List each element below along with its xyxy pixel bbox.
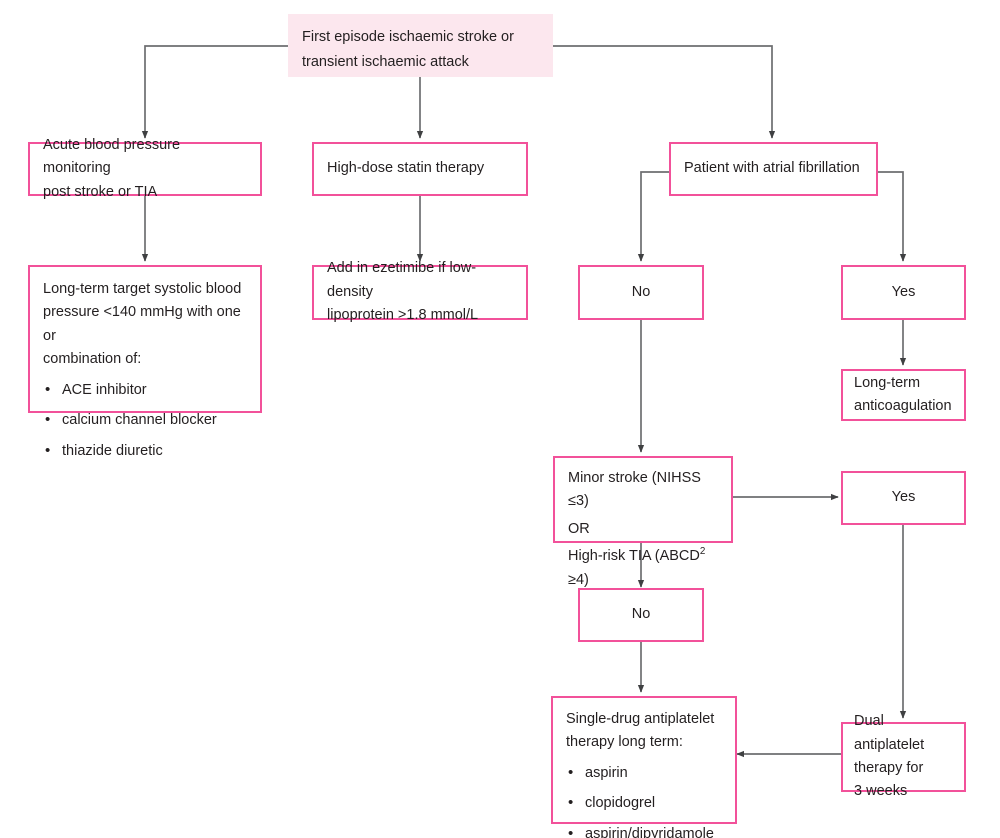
edge-af-to-no bbox=[637, 171, 669, 262]
node-minor-stroke-criteria[interactable]: Minor stroke (NIHSS ≤3) OR High-risk TIA… bbox=[553, 456, 733, 588]
node-high-dose-statin-line1: High-dose statin therapy bbox=[327, 160, 485, 177]
node-longterm-anticoagulation-line1: Long-term bbox=[854, 374, 921, 391]
node-dual-antiplatelet-line1: Dual antiplatelet bbox=[854, 713, 925, 753]
list-item: calcium channel blocker bbox=[43, 408, 248, 433]
list-item: clopidogrel bbox=[566, 791, 723, 816]
node-single-drug-line2: therapy long term: bbox=[566, 734, 683, 751]
list-item: thiazide diuretic bbox=[43, 439, 248, 464]
node-longterm-bp-target-line1: Long-term target systolic blood bbox=[43, 281, 242, 297]
node-first-episode-line1: First episode ischaemic stroke or bbox=[302, 29, 514, 45]
node-single-drug-bullets: aspirin clopidogrel aspirin/dipyridamole bbox=[566, 761, 723, 838]
node-add-ezetimibe-line2: lipoprotein >1.8 mmol/L bbox=[327, 307, 479, 324]
list-item: aspirin/dipyridamole bbox=[566, 822, 723, 838]
abcd2-superscript: 2 bbox=[699, 546, 706, 558]
node-minor-stroke-no-label: No bbox=[631, 606, 651, 623]
node-patient-with-af[interactable]: Patient with atrial fibrillation bbox=[669, 142, 878, 196]
node-longterm-anticoagulation-line2: anticoagulation bbox=[854, 398, 952, 414]
node-longterm-bp-target-line2: pressure <140 mmHg with one or bbox=[43, 304, 241, 344]
node-af-yes[interactable]: Yes bbox=[841, 265, 966, 320]
node-first-episode-line2: transient ischaemic attack bbox=[302, 54, 469, 71]
node-single-drug-line1: Single-drug antiplatelet bbox=[566, 711, 715, 727]
node-minor-stroke-yes[interactable]: Yes bbox=[841, 471, 966, 525]
node-patient-with-af-line1: Patient with atrial fibrillation bbox=[684, 160, 860, 177]
edge-root-to-af bbox=[553, 45, 776, 139]
node-dual-antiplatelet-line2: therapy for bbox=[854, 760, 924, 776]
node-add-ezetimibe-line1: Add in ezetimibe if low-density bbox=[327, 260, 477, 300]
node-dual-antiplatelet-line3: 3 weeks bbox=[854, 783, 908, 800]
node-minor-stroke-line3-post: ≥4) bbox=[568, 571, 589, 588]
node-minor-stroke-line1: Minor stroke (NIHSS ≤3) bbox=[568, 470, 701, 510]
node-longterm-bp-target[interactable]: Long-term target systolic blood pressure… bbox=[28, 265, 262, 464]
node-longterm-bp-target-line3: combination of: bbox=[43, 351, 142, 368]
edge-root-to-bp-monitor bbox=[141, 45, 288, 139]
node-minor-stroke-line2: OR bbox=[568, 520, 590, 537]
node-minor-stroke-no[interactable]: No bbox=[578, 588, 704, 642]
node-acute-bp-monitoring-line2: post stroke or TIA bbox=[43, 183, 158, 200]
node-minor-stroke-yes-label: Yes bbox=[891, 489, 916, 506]
node-acute-bp-monitoring-line1: Acute blood pressure monitoring bbox=[43, 136, 181, 177]
node-dual-antiplatelet-therapy[interactable]: Dual antiplatelet therapy for 3 weeks bbox=[841, 713, 966, 799]
node-high-dose-statin[interactable]: High-dose statin therapy bbox=[312, 142, 528, 196]
node-acute-bp-monitoring[interactable]: Acute blood pressure monitoring post str… bbox=[28, 137, 262, 200]
edge-af-to-yes bbox=[877, 171, 907, 262]
node-longterm-bp-target-bullets: ACE inhibitor calcium channel blocker th… bbox=[43, 378, 248, 464]
node-minor-stroke-line3: High-risk TIA (ABCD2 ≥4) bbox=[568, 545, 719, 592]
node-first-episode[interactable]: First episode ischaemic stroke or transi… bbox=[288, 14, 553, 77]
node-af-no[interactable]: No bbox=[578, 265, 704, 320]
node-af-no-label: No bbox=[631, 283, 651, 300]
node-af-yes-label: Yes bbox=[891, 283, 916, 300]
node-minor-stroke-line3-pre: High-risk TIA (ABCD bbox=[568, 548, 700, 565]
node-add-ezetimibe[interactable]: Add in ezetimibe if low-density lipoprot… bbox=[312, 260, 528, 323]
node-single-drug-antiplatelet[interactable]: Single-drug antiplatelet therapy long te… bbox=[551, 696, 737, 838]
list-item: ACE inhibitor bbox=[43, 378, 248, 403]
node-longterm-anticoagulation[interactable]: Long-term anticoagulation bbox=[841, 369, 966, 421]
list-item: aspirin bbox=[566, 761, 723, 786]
